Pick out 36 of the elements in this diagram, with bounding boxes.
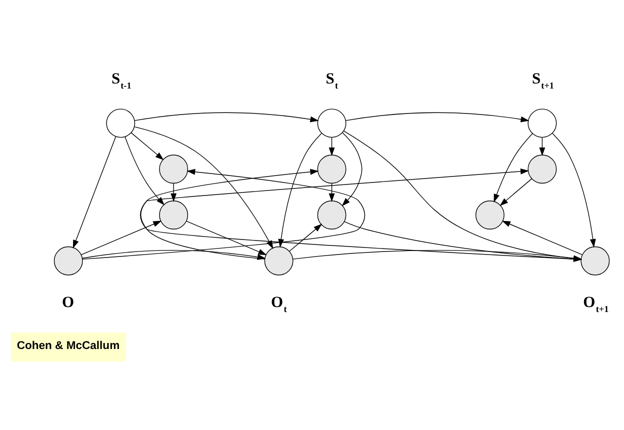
arrow [186,220,267,256]
node-label: O [62,294,74,312]
arrow [289,224,322,252]
arrow [72,136,116,248]
arrow [500,178,532,206]
node-circle [54,246,83,276]
arrow [502,220,583,256]
arrow [170,183,177,202]
arrow [552,133,596,248]
node-label: O$_{t}$ [271,294,287,314]
node-circle [159,200,188,230]
label: Cohen & McCallum [16,340,120,352]
node-label: S$_{t-1}$ [111,70,132,90]
arrow [134,112,319,122]
node-label: S$_{t+1}$ [532,70,554,90]
node-label: O$_{t+1}$ [583,294,609,314]
arrow [130,132,164,160]
node-circle [528,154,557,184]
arrow [494,133,533,202]
node-circle [317,154,346,184]
node-circle [317,200,346,230]
node-circle [317,108,346,138]
node-circle [159,154,188,184]
node-circle [475,200,504,230]
node-circle [580,246,610,276]
arrow [342,132,362,206]
arrow [539,137,546,156]
node-circle [106,108,136,138]
arrow [328,137,335,156]
node-circle [528,108,557,138]
arrow [81,220,162,256]
arrow [328,183,335,202]
node-circle [264,246,294,276]
arrow [345,112,530,122]
node-label: S$_{t}$ [326,70,338,90]
arrow [124,136,165,206]
